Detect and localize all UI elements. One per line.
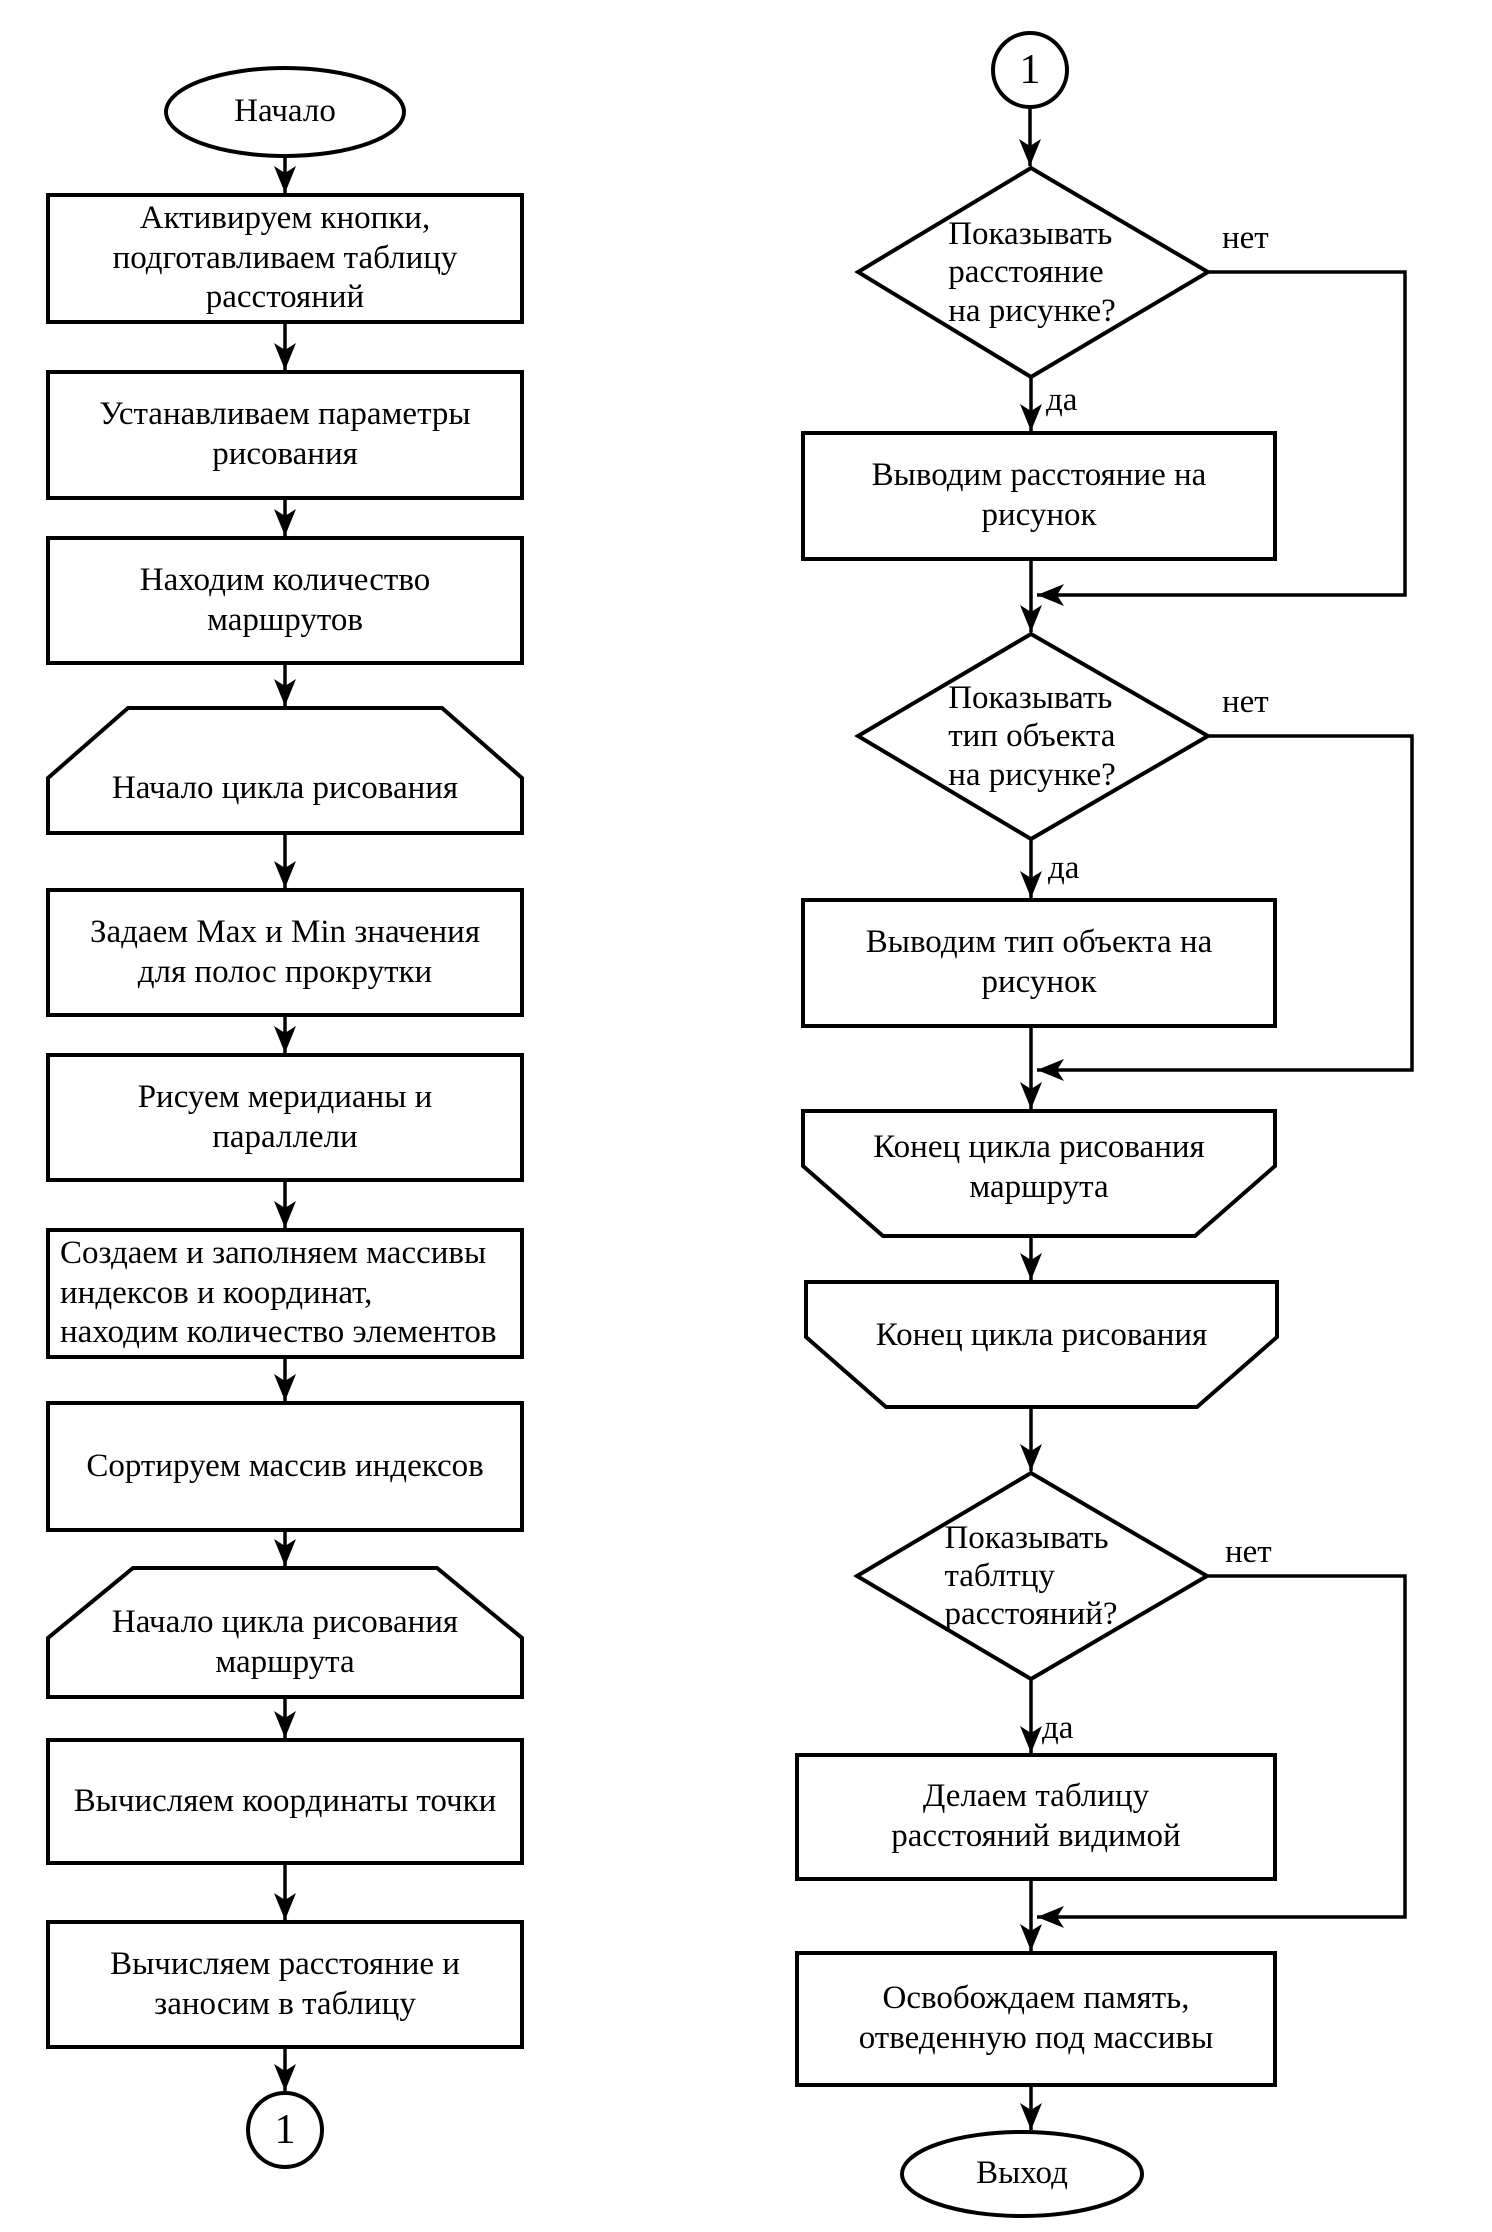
- branch-no-3-line: [1037, 1574, 1407, 1928]
- branch-no-2-line: [1037, 734, 1414, 1081]
- node-create-arrays: Создаем и заполняем массивы индексов и к…: [60, 1235, 497, 1351]
- branch-no-2-label: нет: [1222, 684, 1269, 720]
- node-compute-point-coords: Вычисляем координаты точки: [73, 1782, 497, 1819]
- node-output-type: Выводим тип объекта на рисунок: [865, 924, 1213, 1000]
- connector-left-shape: [246, 2091, 324, 2169]
- node-make-table-visible: Делаем таблицу расстояний видимой: [891, 1778, 1181, 1854]
- node-output-distance: Выводим расстояние на рисунок: [871, 457, 1207, 533]
- output-type-shape: [801, 898, 1277, 1028]
- node-set-draw-params: Устанавливаем параметры рисования: [99, 396, 471, 472]
- node-draw-meridians: Рисуем меридианы и параллели: [137, 1078, 433, 1155]
- branch-no-1-label: нет: [1222, 220, 1269, 256]
- node-show-distance-decision: Показывать расстояние на рисунке?: [948, 216, 1116, 329]
- node-loop-end-route: Конец цикла рисования маршрута: [873, 1129, 1205, 1205]
- branch-no-3-label: нет: [1225, 1534, 1272, 1570]
- node-loop-start-route: Начало цикла рисования маршрута: [111, 1603, 459, 1680]
- node-show-table-decision: Показывать таблтцу расстояний?: [944, 1519, 1118, 1633]
- branch-yes-1-label: да: [1046, 382, 1078, 418]
- loop-end-route-shape: [801, 1109, 1277, 1238]
- branch-yes-2-label: да: [1048, 850, 1080, 886]
- node-sort-index-array: Сортируем массив индексов: [86, 1447, 484, 1484]
- free-memory-shape: [795, 1951, 1277, 2087]
- loop-end-drawing-shape: [804, 1280, 1279, 1409]
- connector-right-label: 1: [1019, 46, 1041, 93]
- loop-start-route-shape: [46, 1566, 524, 1699]
- node-activate-buttons: Активируем кнопки, подготавливаем таблиц…: [112, 200, 458, 316]
- make-table-visible-shape: [795, 1753, 1277, 1881]
- node-compute-distance: Вычисляем расстояние и заносим в таблицу: [110, 1945, 460, 2022]
- node-show-type-decision: Показывать тип объекта на рисунке?: [948, 680, 1116, 793]
- exit-terminator-shape: [900, 2130, 1144, 2218]
- node-exit: Выход: [976, 2155, 1068, 2192]
- connector-left-label: 1: [274, 2106, 296, 2153]
- node-find-route-count: Находим количество маршрутов: [139, 561, 431, 638]
- branch-no-1-line: [1037, 270, 1407, 606]
- node-set-scroll-minmax: Задаем Max и Min значения для полос прок…: [89, 913, 481, 990]
- node-loop-end-drawing: Конец цикла рисования: [875, 1317, 1208, 1354]
- node-free-memory: Освобождаем память, отведенную под масси…: [858, 1980, 1214, 2056]
- loop-start-drawing-shape: [46, 706, 524, 835]
- node-start: Начало: [234, 93, 336, 130]
- branch-yes-3-label: да: [1042, 1710, 1074, 1746]
- node-loop-start-drawing: Начало цикла рисования: [111, 769, 459, 806]
- output-distance-shape: [801, 431, 1277, 561]
